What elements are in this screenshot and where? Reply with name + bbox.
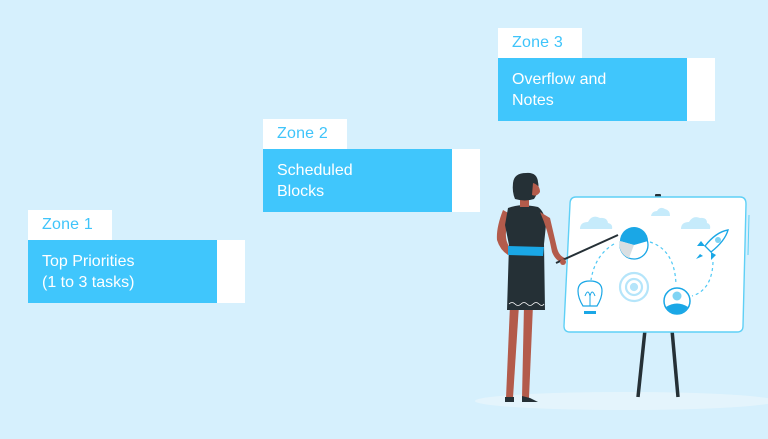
zone-1-label: Zone 1 — [28, 210, 112, 240]
presenter-illustration — [475, 172, 768, 410]
floor-shadow — [475, 392, 768, 410]
zone-3-label: Zone 3 — [498, 28, 582, 58]
rocket-icon — [696, 229, 729, 260]
target-icon — [618, 271, 650, 303]
presentation-board — [563, 196, 750, 333]
zone-2-title-line2: Blocks — [277, 183, 325, 200]
zone-3-title: Overflow and Notes — [498, 58, 687, 121]
zone-2-card: Scheduled Blocks — [263, 149, 480, 212]
zone-1-card: Top Priorities (1 to 3 tasks) — [28, 240, 245, 303]
pie-chart-icon — [619, 227, 649, 260]
zone-3-title-line2: Notes — [512, 92, 554, 109]
zone-2-title-line1: Scheduled — [277, 162, 353, 179]
zone-1-title-line1: Top Priorities — [42, 253, 135, 270]
zone-1-title-line2: (1 to 3 tasks) — [42, 274, 135, 291]
zone-3-title-line1: Overflow and — [512, 71, 607, 88]
cloud-icon — [681, 217, 711, 229]
presenter-figure — [496, 172, 619, 402]
user-avatar-icon — [663, 287, 691, 315]
zone-1-title: Top Priorities (1 to 3 tasks) — [28, 240, 217, 303]
zone-2-label: Zone 2 — [263, 119, 347, 149]
zone-3-card: Overflow and Notes — [498, 58, 715, 121]
dashed-connectors — [590, 241, 714, 297]
cloud-icon — [651, 207, 670, 216]
cloud-icon — [580, 216, 613, 229]
zone-2-title: Scheduled Blocks — [263, 149, 452, 212]
lightbulb-icon — [577, 280, 603, 314]
